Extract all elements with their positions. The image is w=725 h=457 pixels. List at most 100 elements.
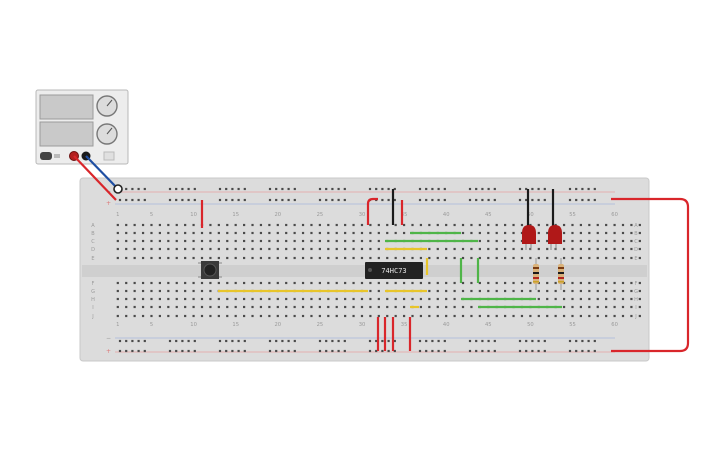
breadboard-hole[interactable] — [116, 289, 119, 293]
breadboard-hole[interactable] — [259, 314, 263, 318]
breadboard-hole[interactable] — [268, 239, 271, 243]
breadboard-hole[interactable] — [369, 223, 372, 227]
breadboard-hole[interactable] — [327, 231, 330, 235]
breadboard-hole[interactable] — [285, 231, 288, 235]
breadboard-hole[interactable] — [209, 297, 212, 301]
breadboard-hole[interactable] — [158, 223, 161, 227]
breadboard-hole[interactable] — [562, 247, 566, 251]
breadboard-hole[interactable] — [546, 247, 549, 251]
breadboard-hole[interactable] — [259, 231, 263, 235]
breadboard-hole[interactable] — [436, 256, 439, 260]
breadboard-hole[interactable] — [394, 314, 397, 318]
breadboard-hole[interactable] — [443, 339, 446, 343]
breadboard-hole[interactable] — [512, 289, 515, 293]
breadboard-hole[interactable] — [325, 187, 328, 191]
breadboard-hole[interactable] — [234, 281, 237, 285]
breadboard-hole[interactable] — [276, 256, 279, 260]
breadboard-hole[interactable] — [293, 187, 296, 191]
breadboard-hole[interactable] — [276, 281, 279, 285]
breadboard-hole[interactable] — [470, 289, 473, 293]
breadboard-hole[interactable] — [268, 297, 271, 301]
breadboard-hole[interactable] — [431, 339, 434, 343]
breadboard-hole[interactable] — [360, 247, 364, 251]
breadboard-hole[interactable] — [596, 297, 599, 301]
breadboard-hole[interactable] — [343, 349, 346, 353]
breadboard-hole[interactable] — [581, 349, 584, 353]
breadboard-hole[interactable] — [529, 289, 532, 293]
breadboard-hole[interactable] — [234, 297, 237, 301]
breadboard-hole[interactable] — [181, 187, 184, 191]
breadboard-hole[interactable] — [453, 314, 456, 318]
breadboard-hole[interactable] — [621, 231, 625, 235]
breadboard-hole[interactable] — [133, 281, 136, 285]
breadboard-hole[interactable] — [168, 198, 172, 202]
breadboard-hole[interactable] — [562, 305, 566, 309]
breadboard-hole[interactable] — [638, 297, 641, 301]
supply-wire-red[interactable] — [73, 155, 117, 201]
breadboard-hole[interactable] — [287, 349, 290, 353]
breadboard-hole[interactable] — [276, 231, 279, 235]
breadboard-hole[interactable] — [158, 314, 161, 318]
breadboard-hole[interactable] — [352, 247, 355, 251]
breadboard-hole[interactable] — [520, 239, 524, 243]
breadboard-hole[interactable] — [504, 239, 507, 243]
breadboard-hole[interactable] — [193, 349, 196, 353]
breadboard-hole[interactable] — [175, 231, 178, 235]
breadboard-hole[interactable] — [193, 339, 196, 343]
breadboard-hole[interactable] — [167, 281, 170, 285]
breadboard-hole[interactable] — [461, 223, 465, 227]
breadboard-hole[interactable] — [525, 339, 528, 343]
breadboard-hole[interactable] — [428, 305, 431, 309]
breadboard-hole[interactable] — [335, 239, 338, 243]
breadboard-hole[interactable] — [546, 297, 549, 301]
breadboard-hole[interactable] — [175, 349, 178, 353]
breadboard-hole[interactable] — [478, 223, 481, 227]
breadboard-hole[interactable] — [310, 281, 313, 285]
breadboard-hole[interactable] — [218, 198, 222, 202]
breadboard-hole[interactable] — [168, 349, 172, 353]
breadboard-hole[interactable] — [226, 247, 229, 251]
breadboard-hole[interactable] — [537, 314, 540, 318]
breadboard-hole[interactable] — [596, 289, 599, 293]
breadboard-hole[interactable] — [402, 297, 406, 301]
breadboard-hole[interactable] — [587, 349, 590, 353]
breadboard-hole[interactable] — [638, 231, 641, 235]
breadboard-hole[interactable] — [137, 187, 140, 191]
breadboard-hole[interactable] — [543, 187, 546, 191]
breadboard-hole[interactable] — [630, 223, 633, 227]
breadboard-hole[interactable] — [150, 256, 153, 260]
breadboard-hole[interactable] — [638, 256, 641, 260]
breadboard-hole[interactable] — [158, 297, 161, 301]
breadboard-hole[interactable] — [425, 349, 428, 353]
breadboard-hole[interactable] — [175, 305, 178, 309]
breadboard-hole[interactable] — [428, 314, 431, 318]
breadboard-hole[interactable] — [150, 289, 153, 293]
breadboard-hole[interactable] — [327, 239, 330, 243]
breadboard-hole[interactable] — [116, 281, 119, 285]
breadboard-hole[interactable] — [571, 231, 574, 235]
breadboard-hole[interactable] — [571, 223, 574, 227]
breadboard-hole[interactable] — [231, 187, 234, 191]
breadboard-hole[interactable] — [377, 256, 380, 260]
breadboard-hole[interactable] — [512, 314, 515, 318]
breadboard-hole[interactable] — [281, 187, 284, 191]
supply-wire-black[interactable] — [85, 155, 119, 190]
breadboard-hole[interactable] — [337, 187, 340, 191]
breadboard-hole[interactable] — [613, 223, 616, 227]
breadboard-hole[interactable] — [562, 289, 566, 293]
breadboard-hole[interactable] — [318, 314, 321, 318]
breadboard-hole[interactable] — [251, 231, 254, 235]
breadboard-hole[interactable] — [209, 256, 212, 260]
breadboard-hole[interactable] — [487, 281, 490, 285]
breadboard-hole[interactable] — [445, 314, 448, 318]
breadboard-hole[interactable] — [125, 187, 128, 191]
breadboard-hole[interactable] — [428, 281, 431, 285]
breadboard-hole[interactable] — [133, 305, 136, 309]
breadboard-hole[interactable] — [470, 305, 473, 309]
breadboard-hole[interactable] — [325, 198, 328, 202]
breadboard-hole[interactable] — [386, 297, 389, 301]
breadboard-hole[interactable] — [175, 187, 178, 191]
breadboard-hole[interactable] — [275, 349, 278, 353]
breadboard-hole[interactable] — [520, 314, 524, 318]
breadboard-hole[interactable] — [217, 297, 220, 301]
